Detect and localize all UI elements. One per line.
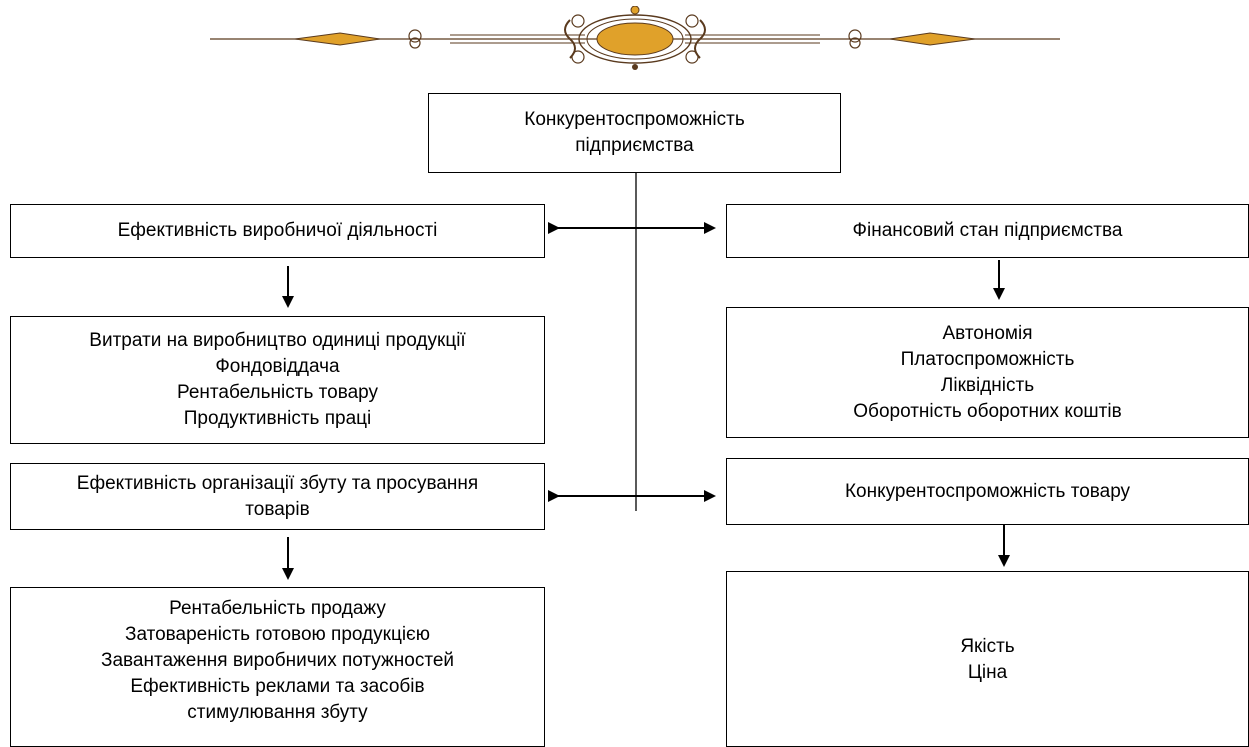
box-line: Завантаження виробничих потужностей bbox=[101, 650, 454, 671]
box-line: Ціна bbox=[967, 662, 1008, 683]
box-line: стимулювання збуту bbox=[187, 702, 368, 723]
box-line: Фондовіддача bbox=[215, 356, 340, 377]
box-line: товарів bbox=[245, 498, 310, 520]
box-line: Конкурентоспроможність товару bbox=[844, 480, 1131, 502]
box-line: Платоспроможність bbox=[900, 348, 1075, 370]
box-line: Конкурентоспроможність bbox=[524, 109, 745, 130]
production-indicators-box: Витрати на виробництво одиниці продукції… bbox=[10, 316, 545, 444]
box-line: Ефективність організації збуту та просув… bbox=[76, 472, 479, 494]
product-competitiveness-box: Конкурентоспроможність товару bbox=[726, 458, 1249, 525]
box-line: Витрати на виробництво одиниці продукції bbox=[89, 330, 466, 351]
box-line: Ліквідність bbox=[940, 374, 1035, 396]
box-line: Рентабельність продажу bbox=[169, 598, 386, 619]
box-line: Оборотність оборотних коштів bbox=[853, 400, 1122, 422]
root-competitiveness-box: Конкурентоспроможність підприємства bbox=[428, 93, 841, 173]
financial-indicators-box: Автономія Платоспроможність Ліквідність … bbox=[726, 307, 1249, 438]
box-line: Ефективність виробничої діяльності bbox=[117, 220, 438, 241]
box-line: Фінансовий стан підприємства bbox=[852, 220, 1123, 241]
box-line: підприємства bbox=[575, 135, 694, 156]
decorative-divider-icon bbox=[210, 6, 1060, 70]
box-line: Рентабельність товару bbox=[177, 382, 378, 403]
sales-indicators-box: Рентабельність продажу Затовареність гот… bbox=[10, 587, 545, 747]
box-line: Ефективність реклами та засобів bbox=[130, 676, 425, 697]
financial-state-box: Фінансовий стан підприємства bbox=[726, 204, 1249, 258]
sales-efficiency-box: Ефективність організації збуту та просув… bbox=[10, 463, 545, 530]
box-line: Автономія bbox=[942, 322, 1033, 344]
box-line: Якість bbox=[960, 636, 1015, 657]
production-efficiency-box: Ефективність виробничої діяльності bbox=[10, 204, 545, 258]
box-line: Затовареність готовою продукцією bbox=[124, 624, 430, 645]
box-line: Продуктивність праці bbox=[183, 408, 372, 429]
product-indicators-box: Якість Ціна bbox=[726, 571, 1249, 747]
